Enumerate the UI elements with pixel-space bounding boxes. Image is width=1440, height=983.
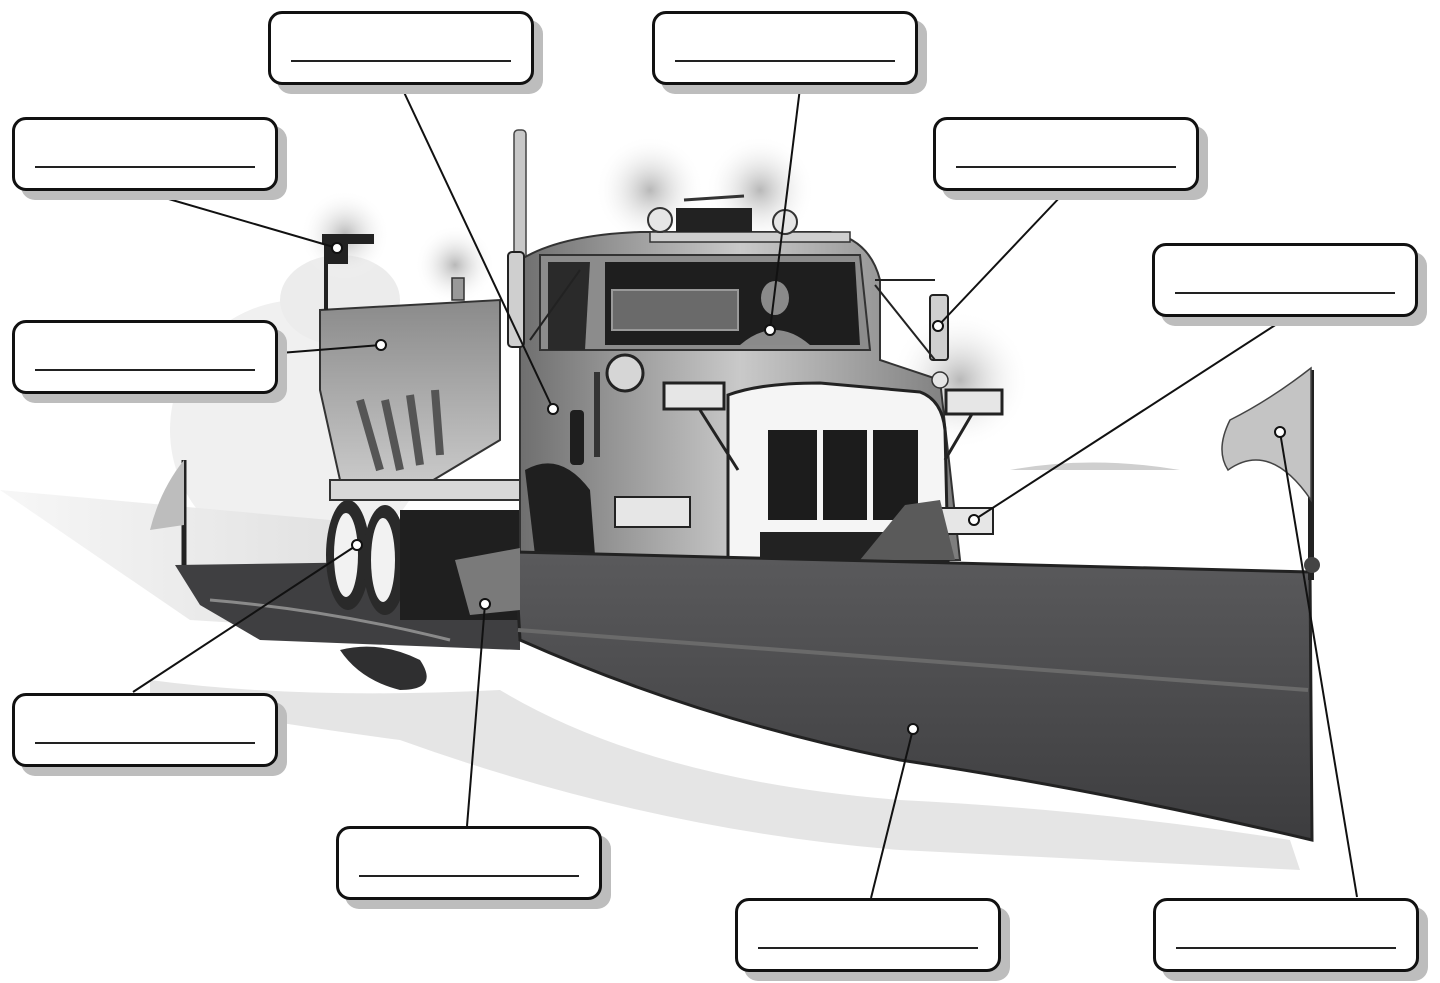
leader-dot-6 — [969, 515, 979, 525]
spreader-hopper — [320, 278, 520, 500]
answer-line — [956, 166, 1176, 168]
leader-dot-5 — [376, 340, 386, 350]
leader-dot-10 — [908, 724, 918, 734]
label-box-10[interactable] — [1153, 898, 1419, 972]
answer-line — [35, 166, 255, 168]
label-box-7[interactable] — [12, 693, 278, 767]
label-box-5[interactable] — [12, 320, 278, 394]
answer-line — [35, 742, 255, 744]
label-box-4[interactable] — [933, 117, 1199, 191]
answer-line — [758, 947, 978, 949]
leader-dot-4 — [933, 321, 943, 331]
right-marker-flag — [1222, 368, 1320, 580]
answer-line — [1175, 292, 1395, 294]
label-box-3[interactable] — [652, 11, 918, 85]
leader-dot-1 — [332, 243, 342, 253]
leader-dot-3 — [765, 325, 775, 335]
label-box-1[interactable] — [12, 117, 278, 191]
answer-line — [359, 875, 579, 877]
leader-dot-2 — [548, 404, 558, 414]
label-box-9[interactable] — [735, 898, 1001, 972]
answer-line — [675, 60, 895, 62]
leader-dot-7 — [1275, 427, 1285, 437]
leader-dot-9 — [480, 599, 490, 609]
label-box-8[interactable] — [336, 826, 602, 900]
leader-dot-8 — [352, 540, 362, 550]
answer-line — [291, 60, 511, 62]
label-box-2[interactable] — [268, 11, 534, 85]
answer-line — [35, 369, 255, 371]
answer-line — [1176, 947, 1396, 949]
label-box-6[interactable] — [1152, 243, 1418, 317]
leader-line-4 — [938, 195, 1062, 326]
